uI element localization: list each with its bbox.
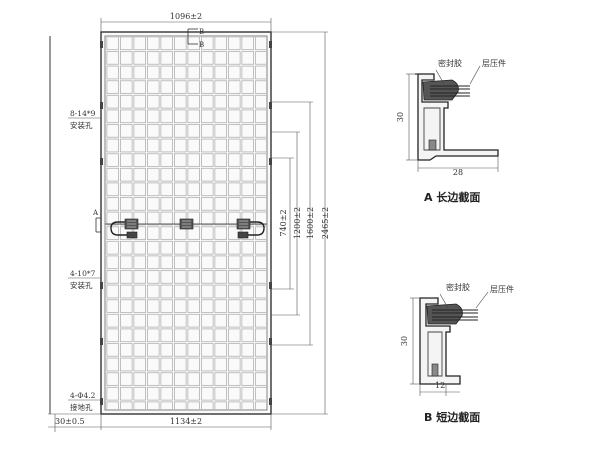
section-a-seal-label: 密封胶 <box>438 58 462 68</box>
junction-box-left <box>124 218 139 230</box>
dim-width-bottom-label: 1134±2 <box>170 417 202 426</box>
dim-740-label: 740±2 <box>279 209 288 236</box>
dim-2465: 2465±2 <box>271 31 330 415</box>
section-b-laminate <box>432 309 478 321</box>
ground-holes-spec: 4-Φ4.2 <box>70 391 96 400</box>
section-a-sealant <box>422 79 459 101</box>
install-holes-upper-spec: 8-14*9 <box>70 109 96 118</box>
panel-frame-inner <box>104 35 268 411</box>
dim-1600: 1600±2 <box>271 101 315 346</box>
dim-1200: 1200±2 <box>271 131 302 316</box>
callout-install-holes-upper: 8-14*9 安装孔 <box>68 109 101 130</box>
section-a-marker: A <box>92 209 101 233</box>
ground-holes-name: 接地孔 <box>70 402 93 412</box>
dim-740: 740±2 <box>271 157 294 290</box>
output-cables <box>110 221 265 239</box>
section-a-long-edge: 密封胶 层压件 30 28 A 长边截面 <box>396 58 506 204</box>
section-b-width: 12 <box>435 381 445 390</box>
dim-width-bottom: 1134±2 <box>100 414 272 430</box>
dim-1200-label: 1200±2 <box>293 207 302 239</box>
section-b-seal-label: 密封胶 <box>446 282 470 292</box>
section-b-sealant <box>426 303 463 325</box>
dim-frame-thickness: 30±0.5 <box>48 36 101 432</box>
section-b-marker: B B <box>187 28 204 49</box>
section-b-laminate-label: 层压件 <box>490 284 514 294</box>
section-a-height: 30 <box>396 112 405 122</box>
section-a-frame-profile <box>415 73 499 161</box>
section-b-letter-top: B <box>199 28 204 36</box>
dim-1600-label: 1600±2 <box>306 207 315 239</box>
section-a-letter: A <box>92 209 99 217</box>
install-holes-upper-name: 安装孔 <box>70 120 93 130</box>
junction-box-right <box>236 218 251 230</box>
section-b-frame-profile <box>419 297 461 385</box>
junction-box-center <box>179 218 194 230</box>
section-b-short-edge: 密封胶 层压件 30 12 B 短边截面 <box>400 282 514 424</box>
section-a-laminate <box>430 85 470 97</box>
callout-install-holes-middle: 4-10*7 安装孔 <box>68 269 101 290</box>
section-b-caption: B 短边截面 <box>424 410 480 424</box>
mounting-holes <box>100 41 272 405</box>
section-b-height: 30 <box>400 336 409 346</box>
install-holes-middle-spec: 4-10*7 <box>70 269 96 278</box>
section-a-laminate-label: 层压件 <box>482 58 506 68</box>
section-a-caption: A 长边截面 <box>424 190 480 204</box>
dim-frame-thickness-label: 30±0.5 <box>55 417 85 426</box>
dim-width-top-label: 1096±2 <box>170 12 202 21</box>
dim-2465-label: 2465±2 <box>321 207 330 239</box>
callout-ground-holes: 4-Φ4.2 接地孔 <box>68 391 101 412</box>
install-holes-middle-name: 安装孔 <box>70 280 93 290</box>
dim-width-top: 1096±2 <box>100 12 272 32</box>
panel-front-view: A B B <box>92 28 272 415</box>
section-b-letter-bottom: B <box>199 41 204 49</box>
section-a-width: 28 <box>453 168 463 177</box>
